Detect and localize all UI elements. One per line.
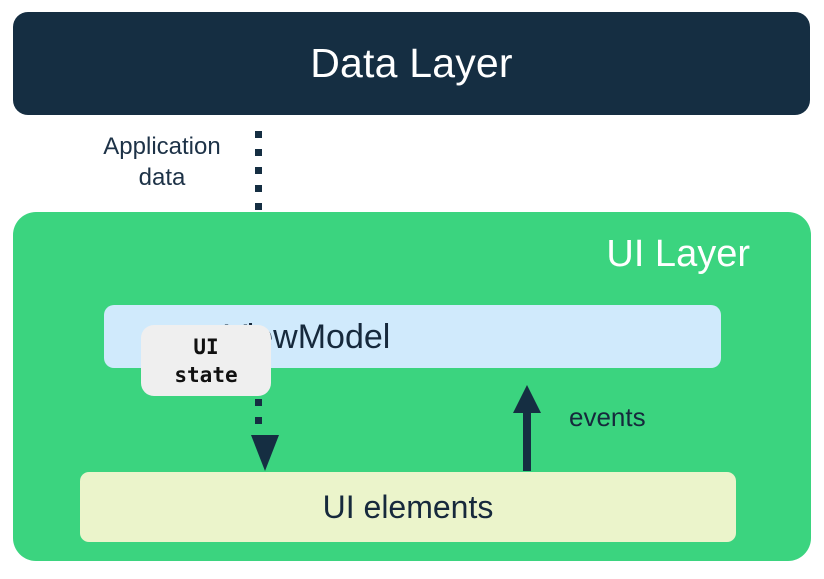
dot — [255, 417, 262, 424]
application-data-label-line2: data — [138, 164, 186, 191]
dot — [255, 185, 262, 192]
dot — [255, 399, 262, 406]
dot — [255, 131, 262, 138]
ui-state-chip-line2: state — [174, 362, 238, 387]
ui-elements-label: UI elements — [322, 489, 494, 525]
ui-layer-title: UI Layer — [606, 233, 750, 275]
events-label: events — [569, 402, 646, 432]
arrowhead-down-icon — [251, 435, 279, 471]
events-arrow-up-icon — [513, 385, 541, 471]
ui-state-dotted-arrow-icon — [251, 399, 279, 474]
dot — [255, 203, 262, 210]
dot — [255, 149, 262, 156]
application-data-label: Application data — [62, 131, 262, 193]
dotted-line — [255, 399, 262, 435]
application-data-label-line1: Application — [103, 133, 221, 160]
ui-state-chip-line1: UI — [193, 334, 219, 359]
data-layer-box: Data Layer — [13, 12, 810, 115]
ui-state-chip: UI state — [141, 325, 271, 396]
arrow-shaft — [523, 405, 531, 471]
ui-elements-box: UI elements — [80, 472, 736, 542]
dot — [255, 167, 262, 174]
data-layer-title: Data Layer — [310, 40, 513, 86]
